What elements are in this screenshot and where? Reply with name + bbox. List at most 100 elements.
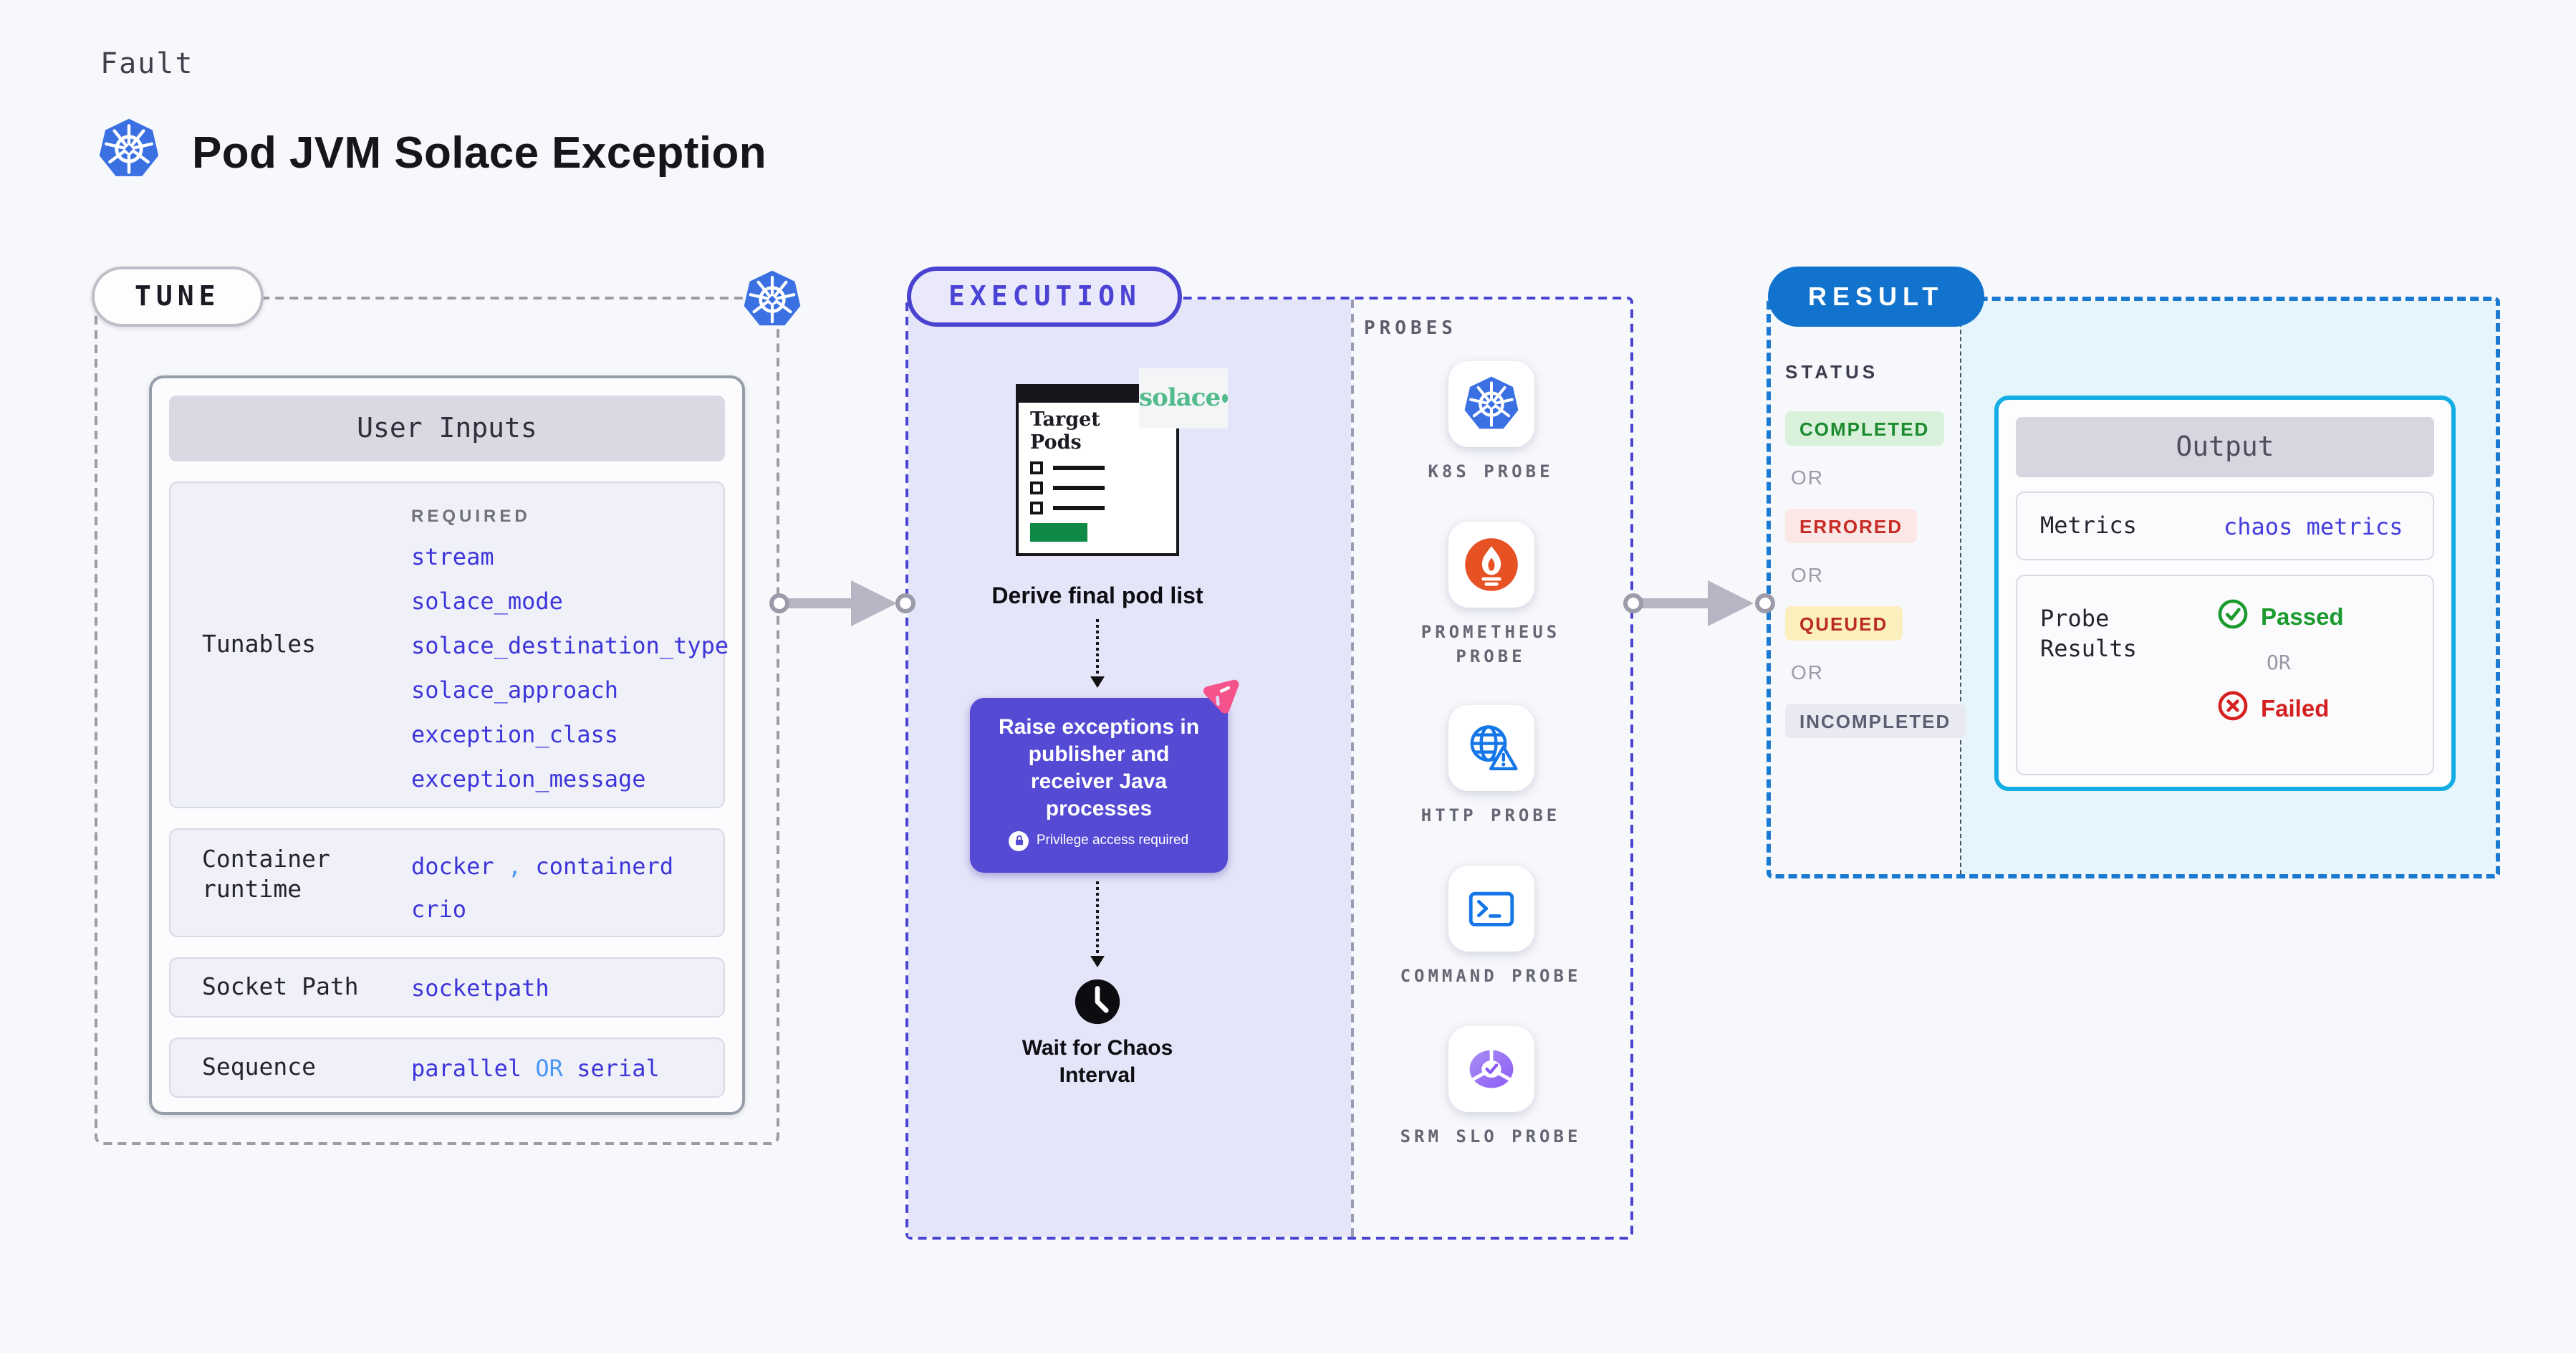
- status-output-divider: [1960, 301, 1961, 874]
- probes-list: K8S PROBE PROMETHEUS PROBE: [1348, 361, 1633, 1149]
- line-placeholder: [1053, 506, 1105, 510]
- line-placeholder: [1053, 466, 1105, 470]
- tune-to-execution-arrow: [769, 580, 915, 626]
- or-label: OR: [1791, 563, 1824, 586]
- runtime-value: crio: [411, 896, 467, 923]
- probe-item-k8s: K8S PROBE: [1398, 361, 1584, 484]
- status-badge-incompleted: INCOMPLETED: [1785, 704, 1966, 738]
- raise-exceptions-label: Raise exceptions in publisher and receiv…: [998, 715, 1200, 821]
- checkbox-icon: [1030, 461, 1043, 475]
- or-label: OR: [1791, 466, 1824, 489]
- required-label: REQUIRED: [411, 506, 531, 526]
- metrics-value: chaos metrics: [2224, 512, 2403, 540]
- target-pods-label: Target Pods: [1030, 408, 1100, 454]
- arrow-down-icon: [1090, 956, 1105, 967]
- execution-to-result-arrow: [1623, 580, 1775, 626]
- socket-path-row: Socket Path socketpath: [169, 957, 725, 1017]
- runtime-value: docker: [411, 853, 494, 880]
- tunable-value: solace_destination_type: [411, 632, 729, 659]
- failed-label: Failed: [2261, 696, 2330, 722]
- probes-divider: [1351, 300, 1354, 1237]
- metrics-row: Metrics chaos metrics: [2016, 492, 2434, 560]
- output-card: Output Metrics chaos metrics Probe Resul…: [1994, 396, 2456, 791]
- chaos-litmus-icon: [1200, 674, 1241, 722]
- bottom-strip: [0, 1353, 2576, 1365]
- kubernetes-icon: [742, 269, 802, 337]
- raise-exceptions-step: Raise exceptions in publisher and receiv…: [970, 698, 1228, 873]
- tune-section-badge: TUNE: [92, 267, 264, 327]
- execution-section-badge: EXECUTION: [907, 267, 1183, 327]
- passed-label: Passed: [2261, 604, 2344, 630]
- status-label: STATUS: [1785, 361, 1879, 383]
- pod-checkbox-row: [1030, 502, 1176, 515]
- output-header: Output: [2016, 417, 2434, 477]
- x-circle-icon: [2218, 691, 2248, 728]
- probe-item-prometheus: PROMETHEUS PROBE: [1398, 521, 1584, 669]
- or-label: OR: [2267, 652, 2291, 675]
- http-globe-icon: [1448, 705, 1534, 792]
- arrow-down-icon: [1090, 676, 1105, 688]
- page-title: Pod JVM Solace Exception: [192, 127, 767, 177]
- sequence-label: Sequence: [202, 1053, 316, 1081]
- fault-kicker: Fault: [100, 46, 194, 80]
- runtime-separator: ,: [507, 853, 522, 880]
- probe-item-command: COMMAND PROBE: [1398, 866, 1584, 989]
- probe-item-srm-slo: SRM SLO PROBE: [1398, 1025, 1584, 1149]
- user-inputs-card: User Inputs Tunables REQUIRED stream sol…: [149, 375, 745, 1115]
- tunable-value: exception_message: [411, 765, 646, 792]
- probe-results-row: Probe Results Passed OR: [2016, 575, 2434, 775]
- container-runtime-label: Container runtime: [202, 846, 330, 903]
- probe-item-http: HTTP PROBE: [1398, 705, 1584, 829]
- socket-path-label: Socket Path: [202, 972, 359, 1000]
- tunables-label: Tunables: [202, 630, 316, 658]
- passed-line: Passed: [2218, 599, 2344, 636]
- socket-path-value: socketpath: [411, 974, 549, 1001]
- prometheus-icon: [1448, 521, 1534, 608]
- tune-section-box: [95, 297, 779, 1145]
- sequence-row: Sequence parallel OR serial: [169, 1038, 725, 1098]
- clock-icon: [1073, 977, 1122, 1033]
- solace-dot-icon: [1222, 394, 1228, 403]
- status-badge-errored: ERRORED: [1785, 509, 1918, 543]
- failed-line: Failed: [2218, 691, 2344, 728]
- flow-dotted-line: [1096, 619, 1099, 674]
- lock-icon: [1009, 830, 1029, 851]
- flow-dotted-line: [1096, 881, 1099, 953]
- tunable-value: solace_approach: [411, 676, 618, 704]
- pod-checkbox-row: [1030, 461, 1176, 475]
- status-column: STATUS COMPLETED OR ERRORED OR QUEUED OR…: [1785, 361, 1966, 758]
- status-badge-completed: COMPLETED: [1785, 411, 1944, 446]
- kubernetes-icon: [97, 118, 160, 188]
- sequence-or: OR: [535, 1054, 563, 1081]
- runtime-value: containerd: [535, 853, 674, 880]
- green-button-placeholder: [1030, 523, 1087, 542]
- tunable-value: exception_class: [411, 721, 618, 748]
- probes-column-label: PROBES: [1364, 318, 1457, 340]
- page-header: Pod JVM Solace Exception: [97, 118, 766, 188]
- terminal-icon: [1448, 866, 1534, 952]
- tunables-values: REQUIRED stream solace_mode solace_desti…: [383, 483, 729, 807]
- container-runtime-row: Container runtime docker , containerd cr…: [169, 828, 725, 937]
- checkbox-icon: [1030, 502, 1043, 515]
- or-label: OR: [1791, 661, 1824, 684]
- tunable-value: stream: [411, 543, 494, 570]
- result-section-badge: RESULT: [1768, 267, 1984, 327]
- kubernetes-icon: [1448, 361, 1534, 447]
- tunable-value: solace_mode: [411, 588, 563, 615]
- pod-checkbox-row: [1030, 482, 1176, 495]
- slo-donut-icon: [1448, 1025, 1534, 1112]
- solace-logo: solace: [1139, 368, 1228, 428]
- privilege-label: Privilege access required: [1036, 833, 1189, 849]
- probe-results-label: Probe Results: [2040, 605, 2137, 662]
- sequence-value: parallel: [411, 1054, 522, 1081]
- checkbox-icon: [1030, 482, 1043, 495]
- tunables-row: Tunables REQUIRED stream solace_mode sol…: [169, 482, 729, 808]
- line-placeholder: [1053, 486, 1105, 490]
- metrics-label: Metrics: [2040, 511, 2137, 539]
- derive-pod-list-label: Derive final pod list: [991, 585, 1203, 609]
- user-inputs-header: User Inputs: [169, 396, 725, 461]
- container-runtime-values: docker , containerd crio: [383, 830, 673, 936]
- check-circle-icon: [2218, 599, 2248, 636]
- window-titlebar: [1019, 387, 1176, 403]
- sequence-value: serial: [577, 1054, 660, 1081]
